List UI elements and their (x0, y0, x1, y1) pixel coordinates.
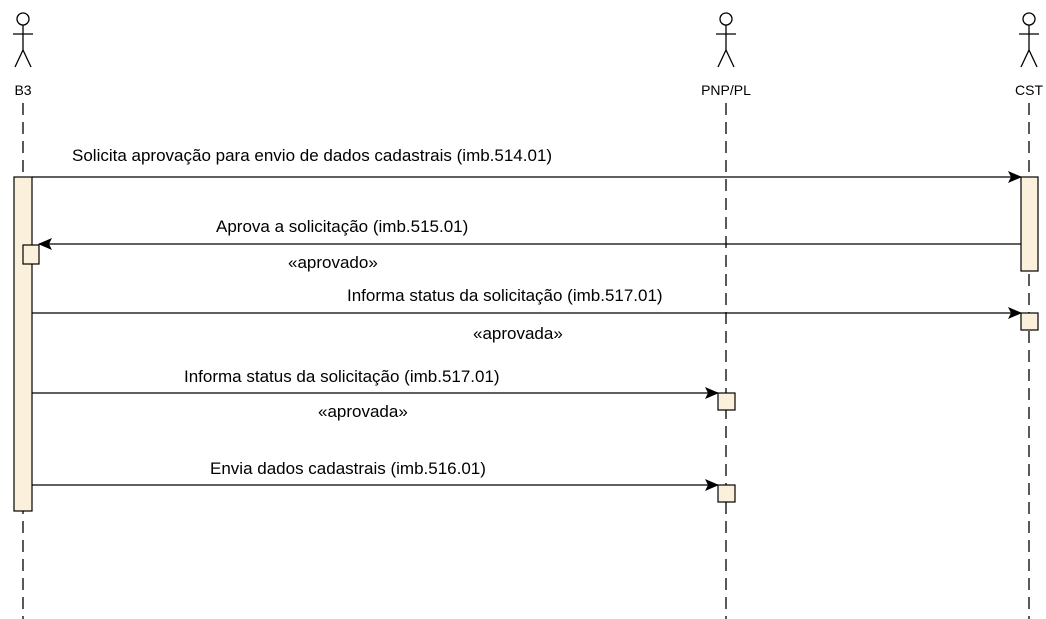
activation-bar-cst (1020, 176, 1039, 272)
message-stereotype: «aprovada» (318, 402, 408, 421)
message-5: Envia dados cadastrais (imb.516.01) (32, 459, 719, 491)
message-1: Solicita aprovação para envio de dados c… (32, 146, 1022, 183)
actor-label: B3 (14, 82, 31, 98)
message-2: Aprova a solicitação (imb.515.01) «aprov… (38, 217, 1021, 272)
actor-label: PNP/PL (701, 82, 751, 98)
activation-box-cst (1020, 312, 1039, 331)
message-label: Informa status da solicitação (imb.517.0… (347, 286, 663, 305)
message-label: Solicita aprovação para envio de dados c… (72, 146, 552, 165)
message-label: Envia dados cadastrais (imb.516.01) (210, 459, 486, 478)
message-stereotype: «aprovado» (288, 253, 378, 272)
activation-box-b3 (22, 244, 40, 265)
stick-figure-icon (716, 12, 736, 68)
stick-figure-icon (1019, 12, 1039, 68)
message-4: Informa status da solicitação (imb.517.0… (32, 367, 719, 421)
message-label: Informa status da solicitação (imb.517.0… (184, 367, 500, 386)
activation-bar-b3 (13, 176, 33, 512)
activation-box-pnp-1 (717, 392, 736, 411)
message-3: Informa status da solicitação (imb.517.0… (32, 286, 1022, 343)
message-stereotype: «aprovada» (473, 324, 563, 343)
activation-box-pnp-2 (717, 484, 736, 503)
actor-b3: B3 (13, 12, 33, 98)
actor-label: CST (1015, 82, 1043, 98)
stick-figure-icon (13, 12, 33, 68)
message-label: Aprova a solicitação (imb.515.01) (216, 217, 468, 236)
actor-cst: CST (1015, 12, 1043, 98)
actor-pnp-pl: PNP/PL (701, 12, 751, 98)
